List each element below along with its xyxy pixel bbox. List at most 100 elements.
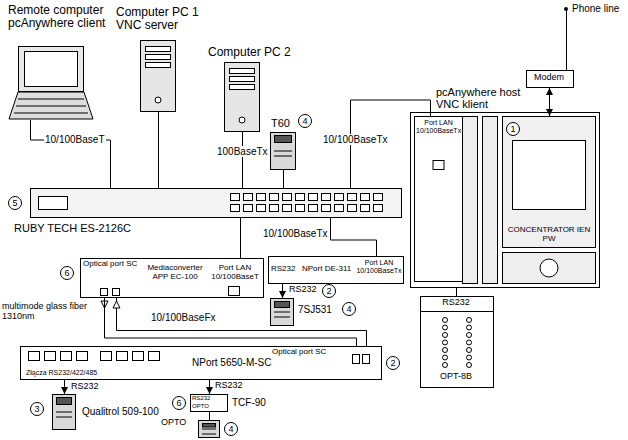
connector-label: 100BaseTx	[216, 146, 269, 157]
device-caption: T60	[271, 117, 290, 129]
icon-part	[335, 205, 344, 212]
icon-part	[363, 355, 370, 364]
connector	[242, 132, 243, 188]
terminal	[467, 355, 472, 360]
network-node: Port LAN 10/100BaseTx	[414, 116, 463, 282]
connector-label: 10/100BaseFx	[150, 312, 217, 323]
network-node: CONCENTRATOR IEN PW	[502, 116, 596, 248]
terminal	[467, 318, 472, 323]
connector	[331, 218, 377, 256]
icon-part	[463, 117, 478, 284]
node-text: RS232	[420, 298, 492, 308]
network-node: pcAnywhere host VNC klientPort LAN 10/10…	[410, 112, 600, 288]
terminal	[443, 355, 448, 360]
icon-part	[81, 259, 264, 298]
device-caption: Computer PC 1 VNC server	[116, 6, 212, 32]
icon-part	[113, 289, 120, 296]
device-caption: TCF-90	[232, 397, 266, 408]
icon-part	[244, 205, 253, 212]
terminal	[443, 340, 448, 345]
connector	[283, 170, 284, 188]
icon-part	[117, 352, 128, 361]
icon-part	[415, 117, 463, 282]
network-node: RS232OPTOTCF-90	[190, 394, 228, 412]
callout-number: 2	[322, 284, 336, 298]
network-node: Computer PC 2	[224, 62, 260, 132]
callout-number: 4	[298, 114, 312, 128]
icon-line	[56, 417, 72, 418]
relay-icon	[270, 298, 294, 326]
device-caption: 4	[224, 422, 238, 436]
icon-line	[420, 311, 494, 312]
icon-part	[25, 52, 78, 87]
terminal	[467, 325, 472, 330]
tower-icon	[140, 40, 176, 112]
phone-line-wire	[566, 11, 567, 70]
icon-part	[19, 47, 84, 92]
node-text: NPort DE-311	[302, 265, 351, 274]
network-node: RS232OPT-8B	[420, 296, 494, 388]
icon-line	[274, 151, 292, 152]
icon-part	[146, 47, 171, 52]
icon-part	[275, 136, 292, 143]
icon-part	[503, 117, 596, 248]
icon-part	[45, 352, 56, 361]
icon-part	[335, 194, 344, 201]
node-text: NPort 5650-M-SC	[192, 357, 271, 368]
node-text: Port LAN 10/100BaseT	[210, 264, 260, 282]
connector-label: OPTO	[160, 418, 187, 428]
icon-part	[146, 55, 171, 60]
icon-part	[101, 289, 108, 296]
connector	[282, 284, 283, 298]
icon-part	[269, 257, 404, 284]
device-caption: RUBY TECH ES-2126C	[14, 222, 131, 234]
fiber-triangle	[113, 301, 120, 308]
switch-icon	[30, 188, 402, 218]
laptop-base	[9, 92, 93, 119]
icon-part	[353, 355, 360, 364]
relay-icon	[52, 394, 76, 430]
callout-number: 6	[60, 266, 74, 280]
terminal	[443, 348, 448, 353]
node-text: Port LAN 10/100BaseTx	[356, 259, 402, 274]
icon-part	[411, 113, 600, 288]
terminal	[443, 333, 448, 338]
connector-label: RS232	[288, 285, 318, 295]
icon-part	[348, 205, 357, 212]
icon-part	[229, 287, 240, 296]
icon-part	[513, 141, 586, 210]
icon-part	[309, 205, 318, 212]
node-text: Mediaconverter APP EC-100	[144, 264, 206, 282]
terminal	[467, 348, 472, 353]
icon-part	[483, 117, 498, 284]
icon-line	[14, 113, 88, 114]
icon-part	[296, 194, 305, 201]
icon-part	[61, 352, 72, 361]
rack-module-dial	[540, 259, 558, 277]
node-text: RS232	[271, 265, 295, 274]
connector	[456, 288, 457, 296]
network-node: Remote computer pcAnywhere client	[8, 46, 94, 120]
icon-part	[231, 205, 240, 212]
node-text: RS232	[192, 395, 210, 402]
connector	[209, 380, 210, 394]
device-caption: 7SJ531	[298, 304, 332, 315]
callout-number: 5	[8, 196, 22, 210]
icon-part	[257, 194, 266, 201]
terminal	[467, 340, 472, 345]
terminal	[443, 325, 448, 330]
icon-part	[101, 352, 112, 361]
icon-part	[199, 421, 220, 438]
icon-part	[271, 133, 296, 170]
icon-part	[31, 189, 402, 218]
icon-part	[21, 347, 382, 380]
connector	[31, 120, 111, 188]
fiber-line	[117, 298, 367, 346]
icon-part	[203, 424, 216, 428]
icon-part	[231, 194, 240, 201]
icon-part	[149, 352, 160, 361]
callout-number: 4	[342, 302, 356, 316]
icon-part	[57, 398, 72, 405]
